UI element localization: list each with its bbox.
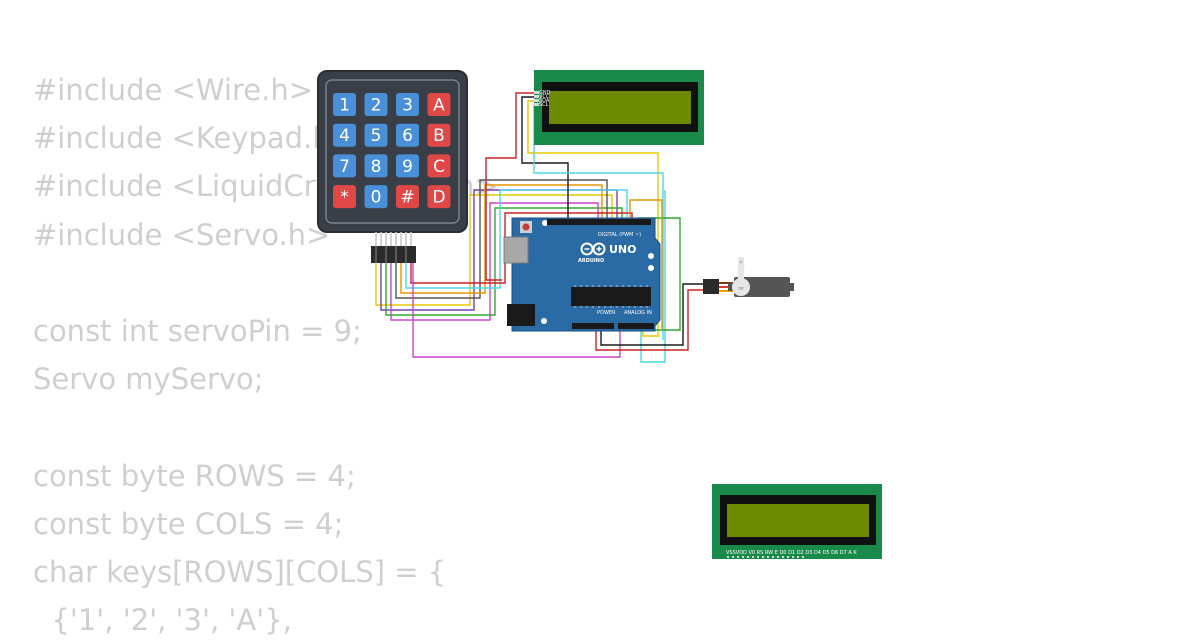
code-line: Servo myServo; — [33, 362, 264, 397]
keypad-key[interactable]: 3 — [396, 93, 419, 116]
keypad-key-cap — [396, 123, 419, 147]
servo-motor[interactable] — [703, 256, 794, 297]
keypad-key-cap — [427, 185, 451, 209]
code-line: const byte COLS = 4; — [33, 506, 344, 541]
arduino-model-label: UNO — [609, 243, 637, 256]
keypad-key[interactable]: 4 — [333, 123, 356, 147]
wires — [375, 92, 718, 363]
lcd-16x2-i2c[interactable]: GND VCC SDA SCL — [534, 70, 704, 145]
power-header-label: POWER — [597, 310, 616, 316]
keypad-key-cap — [333, 185, 356, 209]
keypad-key-label: C — [433, 157, 445, 177]
keypad-key[interactable]: # — [396, 185, 419, 209]
keypad-key-cap — [364, 93, 388, 116]
keypad-key-cap — [333, 93, 356, 116]
code-line: char keys[ROWS][COLS] = { — [33, 554, 447, 589]
keypad-key[interactable]: 9 — [396, 154, 419, 178]
keypad-key[interactable]: 2 — [364, 93, 388, 116]
keypad-key-cap — [427, 123, 451, 147]
code-line: #include <Wire.h> — [33, 73, 314, 107]
keypad-key-label: D — [432, 188, 445, 208]
lcd-pin-gnd: GND — [539, 90, 551, 96]
code-line: const int servoPin = 9; — [33, 313, 362, 348]
lcd-16x2-parallel[interactable]: VSSVDD V0 RS RW E D0 D1 D2 D3 D4 D5 D6 D… — [712, 484, 882, 559]
lcd-pin-scl: SCL — [539, 102, 549, 108]
servo-horn — [732, 256, 750, 296]
keypad-key-label: 2 — [371, 96, 382, 116]
keypad-key-cap — [364, 185, 388, 209]
keypad-key-cap — [364, 154, 388, 178]
keypad-key-label: 4 — [339, 126, 350, 146]
lcd-i2c-pins: GND VCC SDA SCL — [534, 90, 551, 108]
keypad-key-label: * — [340, 188, 349, 208]
keypad-key-label: B — [433, 126, 445, 146]
keypad-key[interactable]: 6 — [396, 123, 419, 147]
arduino-infinity-logo — [580, 242, 606, 256]
keypad-key[interactable]: 1 — [333, 93, 356, 116]
keypad-key-label: 7 — [339, 157, 350, 177]
keypad-key-cap — [364, 123, 388, 147]
keypad-key-label: 0 — [371, 188, 382, 208]
keypad-key-label: A — [433, 96, 445, 116]
lcd-parallel-pin-labels: VSSVDD V0 RS RW E D0 D1 D2 D3 D4 D5 D6 D… — [726, 550, 857, 556]
keypad-key[interactable]: 8 — [364, 154, 388, 178]
keypad-key-label: 6 — [402, 126, 413, 146]
keypad-key[interactable]: D — [427, 185, 451, 209]
keypad-key-label: 5 — [371, 126, 382, 146]
keypad-key[interactable]: B — [427, 123, 451, 147]
keypad-key[interactable]: A — [427, 93, 451, 116]
keypad-key-label: # — [400, 188, 414, 208]
keypad-key[interactable]: 0 — [364, 185, 388, 209]
analog-header-label: ANALOG IN — [624, 310, 652, 316]
keypad-key-label: 1 — [339, 96, 350, 116]
keypad-key-cap — [427, 93, 451, 116]
code-line: #include <Servo.h> — [33, 217, 331, 252]
keypad-key-cap — [396, 154, 419, 178]
keypad-key-cap — [427, 154, 451, 178]
keypad-key[interactable]: 5 — [364, 123, 388, 147]
keypad-key-label: 3 — [402, 96, 413, 116]
arduino-brand-label: ARDUINO — [578, 258, 604, 264]
keypad-key-label: 8 — [371, 157, 382, 177]
keypad-key-cap — [333, 123, 356, 147]
lcd-parallel-pins — [727, 556, 804, 558]
lcd-pin-vcc: VCC — [539, 94, 550, 100]
keypad-key-cap — [333, 154, 356, 178]
keypad-key-cap — [396, 185, 419, 209]
arduino-uno-board[interactable]: UNO ARDUINO DIGITAL (PWM ~) POWER ANALOG… — [503, 217, 661, 332]
digital-header-label: DIGITAL (PWM ~) — [598, 232, 641, 238]
keypad-key[interactable]: * — [333, 185, 356, 209]
code-line: const byte ROWS = 4; — [33, 458, 356, 493]
keypad-key[interactable]: C — [427, 154, 451, 178]
keypad-key[interactable]: 7 — [333, 154, 356, 178]
keypad-key-cap — [396, 93, 419, 116]
keypad-pin-header — [371, 232, 416, 263]
lcd-pin-sda: SDA — [539, 98, 550, 104]
keypad-key-label: 9 — [402, 157, 413, 177]
